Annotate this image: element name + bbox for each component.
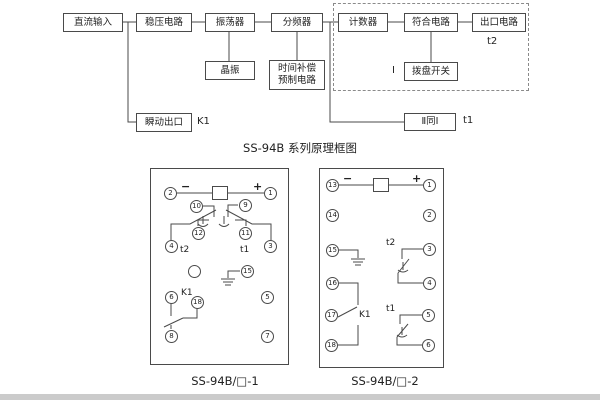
terminal-d2-14: 14 — [326, 209, 339, 222]
dashed-group-box — [333, 3, 529, 91]
label-k1-block: K1 — [197, 116, 210, 127]
terminal-d2-6: 6 — [422, 339, 435, 352]
terminal-d2-15: 15 — [326, 244, 339, 257]
terminal-d1-15: 15 — [241, 265, 254, 278]
coil-symbol-2 — [373, 178, 389, 192]
terminal-d1-8: 8 — [165, 330, 178, 343]
terminal-d1-blank — [188, 265, 201, 278]
block-dc-input: 直流输入 — [63, 13, 123, 32]
terminal-panel-2-caption: SS-94B/□-2 — [351, 374, 419, 388]
label-group1-roman: Ⅰ — [392, 65, 395, 76]
minus-sign-1: − — [181, 180, 191, 193]
terminal-d2-18: 18 — [325, 339, 338, 352]
block-divider-label: 分频器 — [282, 16, 312, 28]
block-dc-input-label: 直流输入 — [73, 16, 112, 28]
label-t1-block: t1 — [463, 115, 474, 126]
terminal-d2-17: 17 — [325, 309, 338, 322]
block-output-circuit-label: 出口电路 — [479, 16, 518, 28]
terminal-d1-12: 12 — [192, 227, 205, 240]
terminal-d2-13: 13 — [326, 179, 339, 192]
terminal-d1-1: 1 — [264, 187, 277, 200]
terminal-d1-10: 10 — [190, 200, 203, 213]
block-dial-switch-label: 拨盘开关 — [411, 65, 450, 77]
block-oscillator: 振荡器 — [205, 13, 255, 32]
label-k1-d1: K1 — [181, 288, 193, 298]
block-group2-label: Ⅱ同Ⅰ — [421, 116, 439, 127]
block-instant-output: 瞬动出口 — [136, 113, 192, 132]
bottom-gray-strip — [0, 394, 600, 400]
block-output-circuit: 出口电路 — [472, 13, 526, 32]
terminal-d1-3: 3 — [264, 240, 277, 253]
terminal-d1-5: 5 — [261, 291, 274, 304]
terminal-d1-18: 18 — [191, 296, 204, 309]
terminal-d2-16: 16 — [326, 277, 339, 290]
label-t1-d2: t1 — [386, 304, 396, 314]
terminal-d1-2: 2 — [164, 187, 177, 200]
block-crystal-label: 晶振 — [220, 64, 240, 76]
plus-sign-2: + — [412, 172, 422, 185]
terminal-d2-1: 1 — [423, 179, 436, 192]
block-time-compensation-line1: 时间补偿 — [277, 63, 316, 74]
block-coincidence: 符合电路 — [404, 13, 458, 32]
block-coincidence-label: 符合电路 — [411, 16, 450, 28]
block-group2-same-as-1: Ⅱ同Ⅰ — [404, 113, 456, 131]
block-instant-output-label: 瞬动出口 — [144, 116, 183, 128]
minus-sign-2: − — [343, 172, 353, 185]
terminal-d2-2: 2 — [423, 209, 436, 222]
block-time-compensation-line2: 预制电路 — [277, 75, 316, 86]
coil-symbol-1 — [212, 186, 228, 200]
terminal-panel-1 — [150, 168, 289, 365]
terminal-d2-5: 5 — [422, 309, 435, 322]
terminal-d1-9: 9 — [239, 199, 252, 212]
block-dial-switch: 拨盘开关 — [404, 62, 458, 81]
label-t2-d1: t2 — [180, 245, 190, 255]
terminal-d2-4: 4 — [423, 277, 436, 290]
label-t2-d2: t2 — [386, 238, 396, 248]
block-diagram-caption: SS-94B 系列原理框图 — [243, 141, 357, 155]
label-k1-d2: K1 — [359, 310, 371, 320]
terminal-d2-3: 3 — [423, 243, 436, 256]
block-counter: 计数器 — [338, 13, 388, 32]
block-time-compensation: 时间补偿 预制电路 — [269, 60, 325, 90]
terminal-panel-2 — [319, 168, 444, 368]
block-crystal: 晶振 — [205, 61, 255, 80]
terminal-d1-11: 11 — [239, 227, 252, 240]
terminal-d1-7: 7 — [261, 330, 274, 343]
block-divider: 分频器 — [271, 13, 323, 32]
block-oscillator-label: 振荡器 — [215, 16, 245, 28]
terminal-panel-1-caption: SS-94B/□-1 — [191, 374, 259, 388]
block-regulator: 稳压电路 — [136, 13, 192, 32]
block-regulator-label: 稳压电路 — [144, 16, 183, 28]
terminal-d1-4: 4 — [165, 240, 178, 253]
plus-sign-1: + — [253, 180, 263, 193]
label-t1-d1: t1 — [240, 245, 250, 255]
block-counter-label: 计数器 — [348, 16, 378, 28]
terminal-d1-6: 6 — [165, 291, 178, 304]
label-t2-block: t2 — [487, 36, 498, 47]
